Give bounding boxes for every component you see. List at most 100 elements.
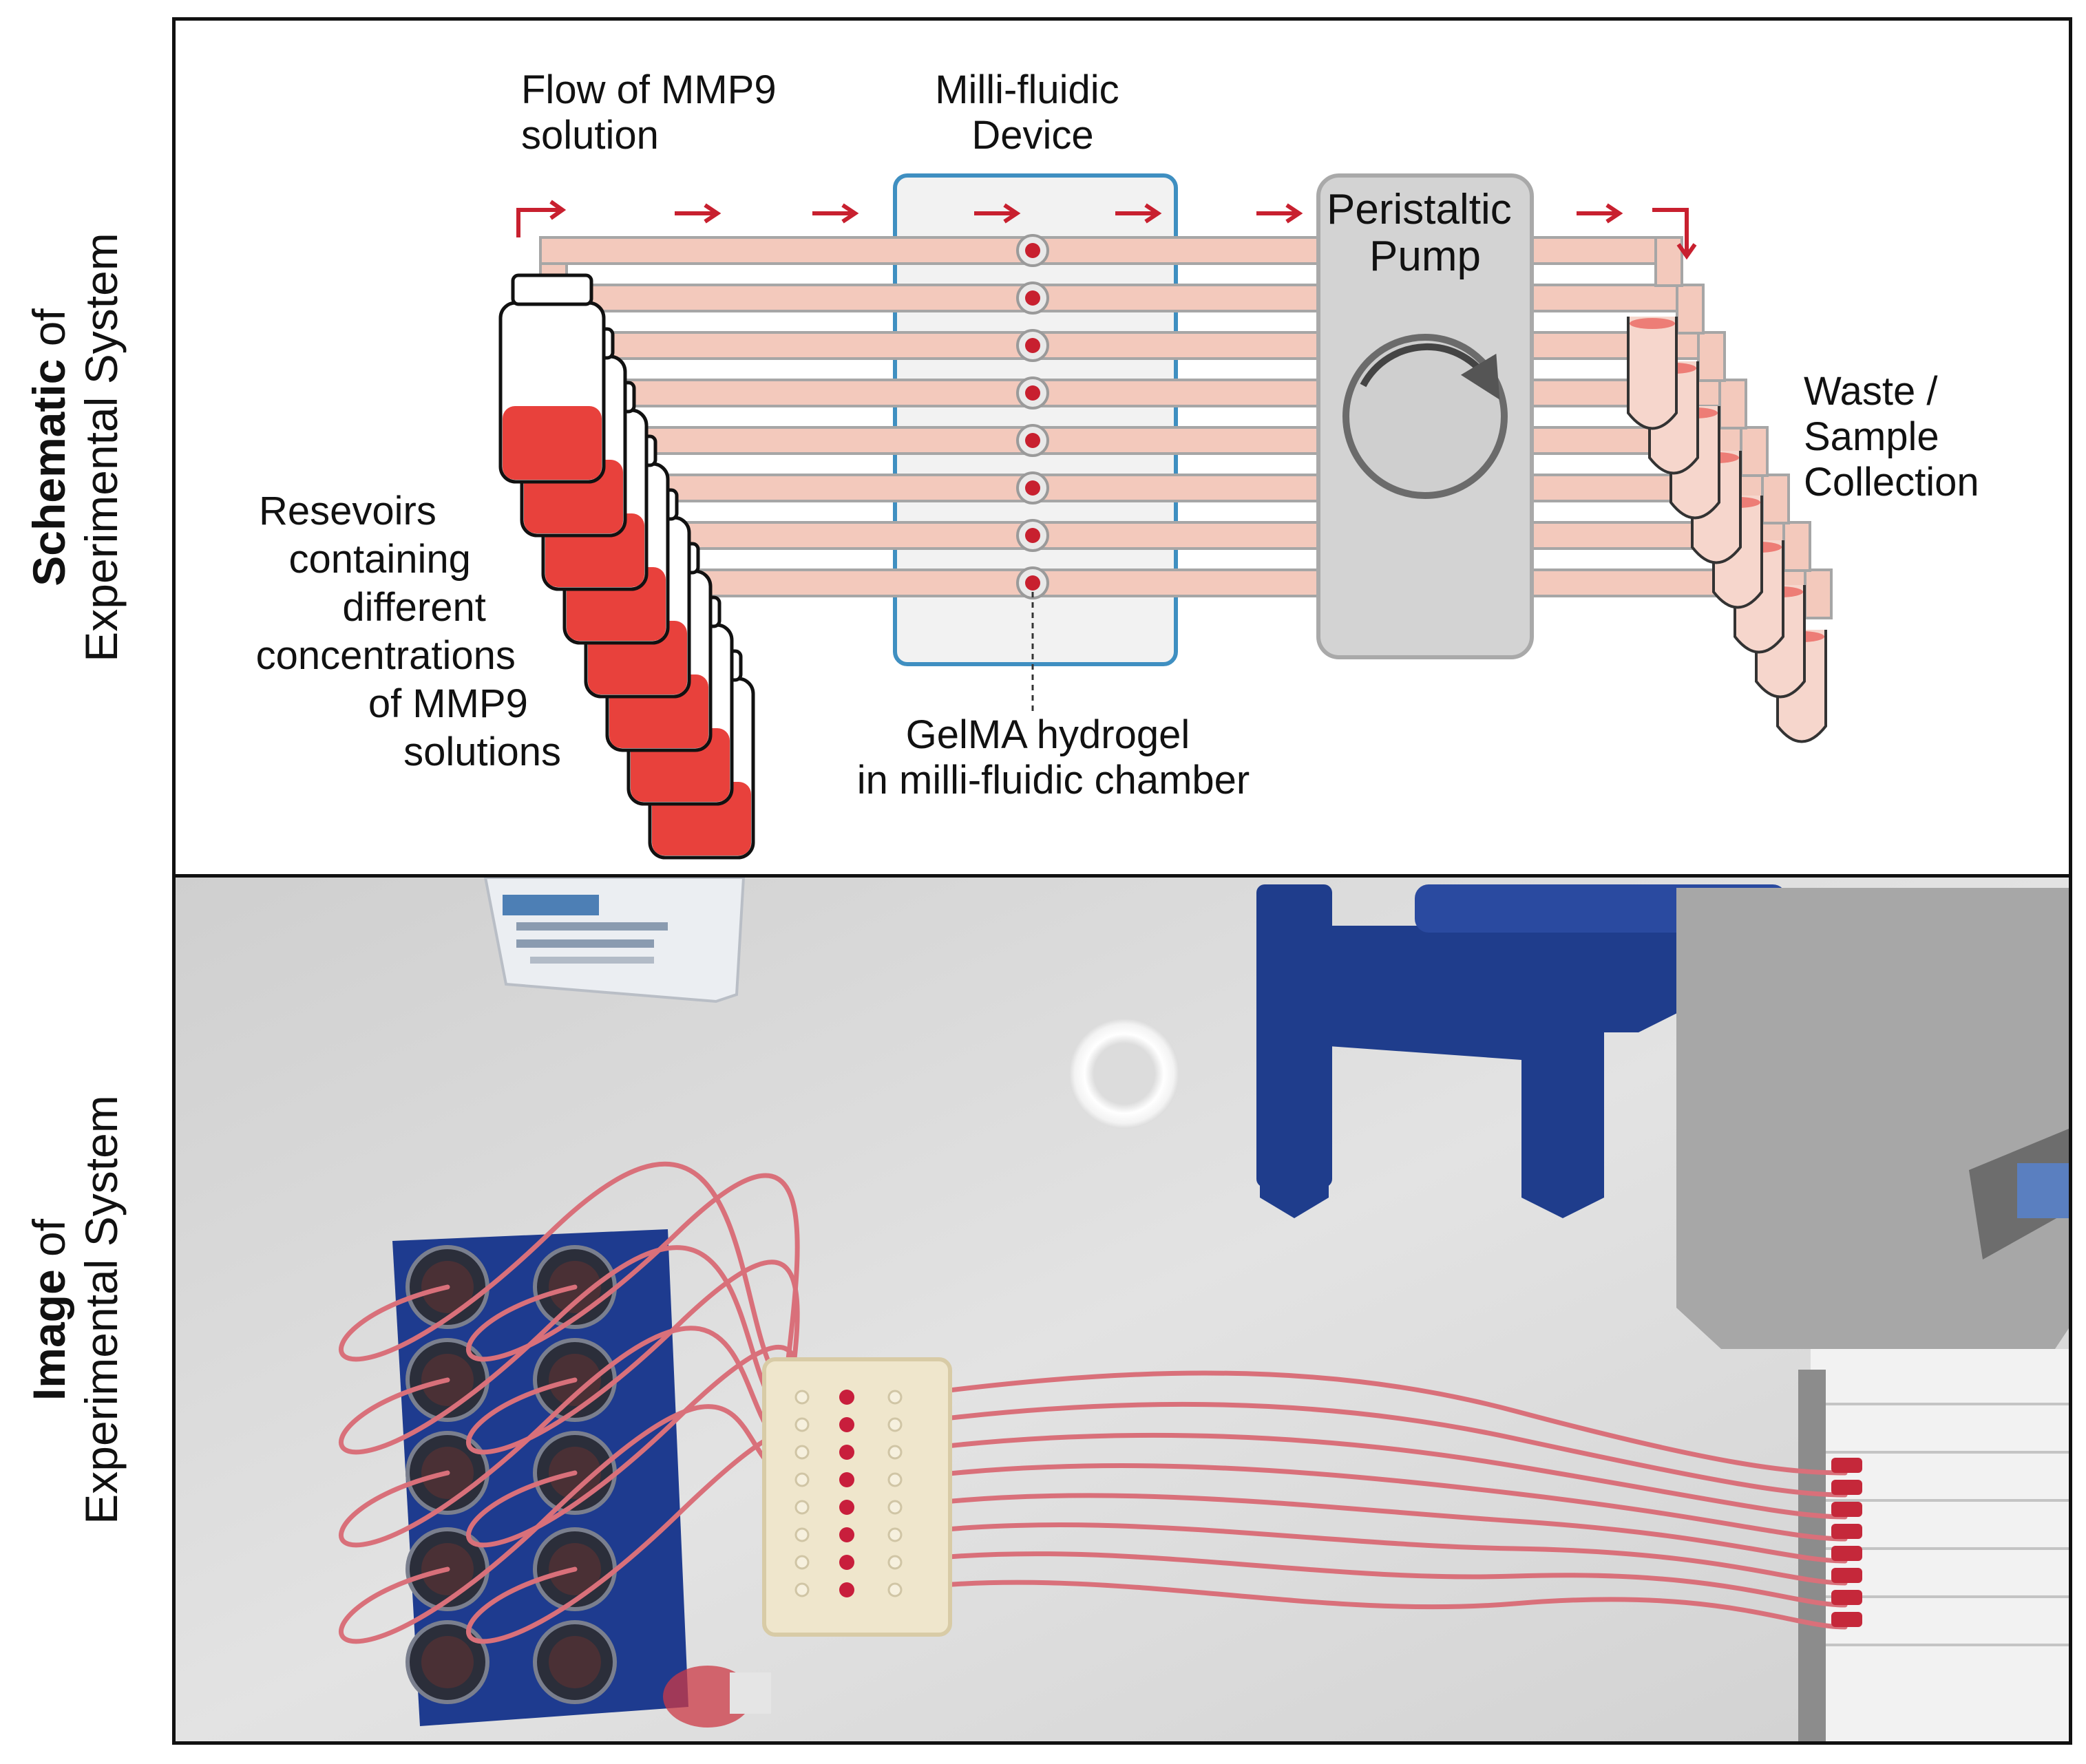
- milli-fluidic-chip: [762, 1357, 952, 1637]
- chip-port: [887, 1555, 903, 1570]
- reservoir-bottle-icon: [498, 273, 606, 484]
- pump-label-line1: Peristaltic: [1327, 186, 1512, 233]
- waste-label: Waste / Sample Collection: [1804, 369, 1979, 504]
- flow-arrow-icon: [675, 203, 721, 224]
- tube-outlet: [1676, 284, 1705, 334]
- flow-arrow-icon: [1256, 203, 1303, 224]
- flow-arrow-head: [1144, 203, 1162, 224]
- bottle-liquid: [503, 406, 602, 480]
- well-content: [549, 1636, 601, 1688]
- flow-arrow-icon: [1115, 203, 1162, 224]
- chip-port: [887, 1390, 903, 1405]
- outlet-connectors: [1831, 1458, 1862, 1627]
- waste-label-line3: Collection: [1804, 460, 1979, 504]
- device-label-line1: Milli-fluidic: [935, 67, 1119, 112]
- chip-port: [794, 1527, 810, 1542]
- schematic-label-bold: Schematic: [23, 359, 75, 586]
- tube-outlet: [1718, 379, 1747, 429]
- image-label-of: of: [23, 1218, 75, 1269]
- hydrogel-dot-icon: [1016, 329, 1049, 362]
- inlet-tube: [339, 1404, 805, 1644]
- reservoir-label-line2: containing: [288, 537, 470, 582]
- inlet-tube: [339, 1162, 805, 1400]
- sample-bottle: [663, 1666, 771, 1728]
- outlet-tube: [892, 1432, 1848, 1520]
- tube-3: [582, 331, 1726, 360]
- hydrogel-dot-icon: [1016, 566, 1049, 599]
- hydrogel-dot-icon: [1016, 281, 1049, 315]
- outlet-tube: [892, 1463, 1848, 1542]
- reservoir-label: Resevoirs containing different concentra…: [256, 489, 561, 774]
- outlet-connector: [1831, 1590, 1862, 1605]
- reservoir-label-line1: Resevoirs: [259, 489, 436, 533]
- outlet-connector: [1831, 1458, 1862, 1473]
- outlet-tube: [892, 1370, 1848, 1476]
- outlet-connector: [1831, 1546, 1862, 1561]
- hydrogel-dot-icon: [1016, 424, 1049, 457]
- outlet-tube: [892, 1401, 1848, 1498]
- collection-tube-icon: [1627, 317, 1678, 430]
- chip-port: [794, 1472, 810, 1487]
- chip-port: [794, 1390, 810, 1405]
- chip-port: [794, 1445, 810, 1460]
- hydrogel-gel: [1025, 385, 1040, 401]
- pump-label: Peristaltic Pump: [1327, 186, 1524, 280]
- flow-arrow-head: [1605, 203, 1623, 224]
- image-label-bold: Image: [23, 1268, 75, 1401]
- chip-gel: [839, 1445, 854, 1460]
- waste-label-line2: Sample: [1804, 414, 1939, 459]
- chip-port: [887, 1582, 903, 1597]
- flow-start-arrow-head: [549, 200, 567, 220]
- chip-port: [887, 1500, 903, 1515]
- hydrogel-dot-icon: [1016, 234, 1049, 267]
- outlet-tube: [892, 1522, 1848, 1586]
- well-content: [421, 1636, 474, 1688]
- reservoir-label-line4: concentrations: [256, 633, 516, 678]
- pump-rotation-icon: [1342, 334, 1508, 499]
- light-reflection: [1069, 1019, 1179, 1129]
- hydrogel-gel: [1025, 243, 1040, 258]
- image-label-line2: Experimental System: [76, 1094, 127, 1524]
- reagent-box: [483, 878, 746, 1003]
- chip-port: [887, 1472, 903, 1487]
- chip-gel: [839, 1500, 854, 1515]
- flow-arrow-head: [704, 203, 721, 224]
- chip-gel: [839, 1555, 854, 1570]
- chip-port: [887, 1527, 903, 1542]
- tube-outlet: [1782, 521, 1811, 572]
- flow-arrow-icon: [974, 203, 1021, 224]
- flow-label-line1: Flow of MMP9: [521, 67, 777, 112]
- photo-tubing: [339, 1162, 1848, 1644]
- outlet-tube: [892, 1493, 1848, 1564]
- image-side-label: Image of Experimental System: [23, 874, 127, 1745]
- hydrogel-gel: [1025, 528, 1040, 543]
- outlet-connector: [1831, 1502, 1862, 1517]
- hydrogel-gel: [1025, 338, 1040, 353]
- tube-outlet: [1761, 474, 1790, 524]
- bottle-cap: [511, 273, 593, 306]
- tube-5: [624, 426, 1769, 455]
- pump-body: [1676, 888, 2069, 1741]
- hydrogel-label: GelMA hydrogel in milli-fluidic chamber: [857, 712, 1250, 803]
- photo-panel: [172, 874, 2072, 1745]
- flow-arrow-icon: [1652, 208, 1697, 260]
- flow-end-arrow: [1652, 208, 1689, 253]
- chip-gel: [839, 1390, 854, 1405]
- tube-4: [603, 379, 1747, 407]
- hydrogel-gel: [1025, 433, 1040, 448]
- schematic-label-line2: Experimental System: [76, 233, 127, 662]
- chip-gel: [839, 1582, 854, 1597]
- tube-7: [667, 521, 1811, 550]
- flow-arrow-head: [1285, 203, 1303, 224]
- hydrogel-label-line2: in milli-fluidic chamber: [857, 758, 1250, 803]
- inlet-tube: [339, 1326, 805, 1548]
- tube-outlet: [1697, 331, 1726, 382]
- reservoir-label-line5: of MMP9: [368, 681, 528, 726]
- flow-arrow-icon: [812, 203, 859, 224]
- tube-6: [646, 474, 1790, 502]
- hydrogel-dot-icon: [1016, 519, 1049, 552]
- tube-sample: [1630, 318, 1675, 329]
- reservoir-label-line6: solutions: [403, 730, 561, 774]
- waste-label-line1: Waste /: [1804, 369, 1938, 414]
- chip-port: [887, 1445, 903, 1460]
